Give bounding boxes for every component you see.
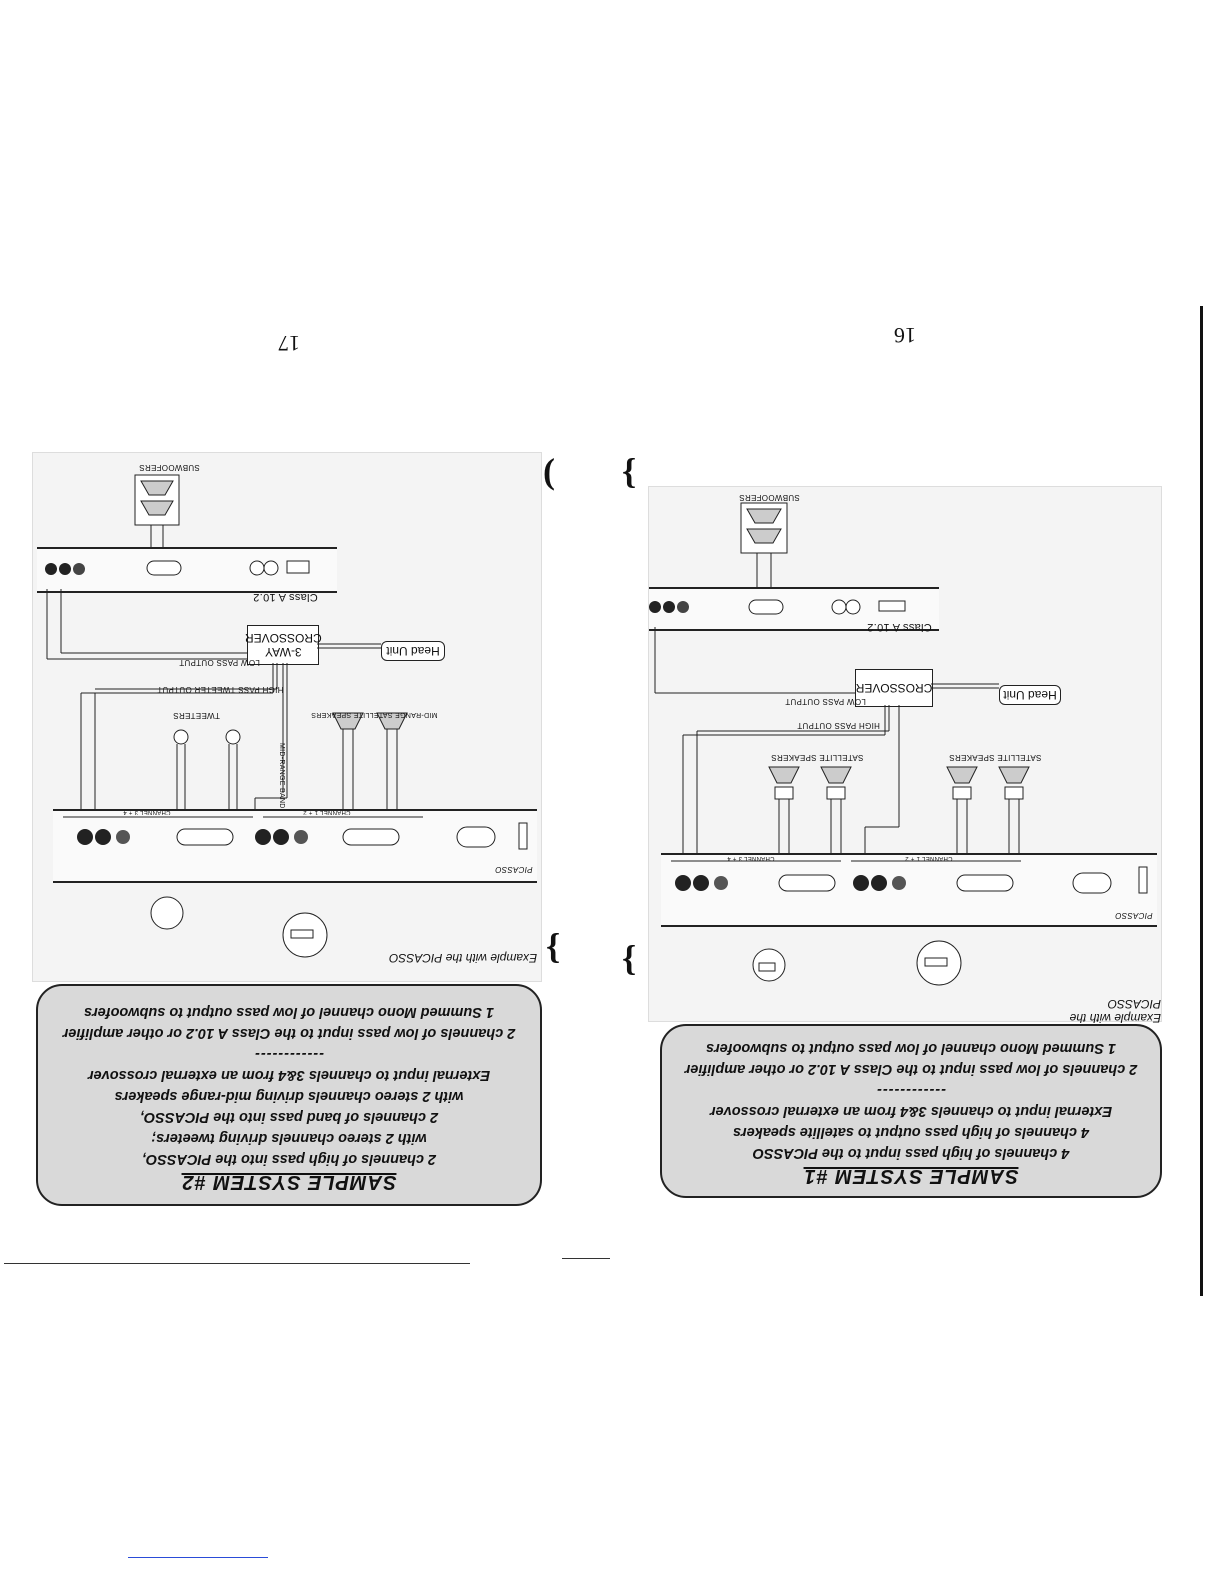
brace-right-top: { xyxy=(622,451,637,491)
callout-system-1: SAMPLE SYSTEM #1 4 channels of high pass… xyxy=(660,1024,1162,1198)
brace-right-mid: { xyxy=(622,938,637,978)
callout-line-left-7: 1 Summed Mono channel of low pass output… xyxy=(83,1004,495,1020)
class-a-amp-left xyxy=(37,547,337,593)
callout-line-right-1: 4 channels of high pass output to satell… xyxy=(732,1124,1090,1140)
callout-line-right-4: 2 channels of low pass input to the Clas… xyxy=(684,1061,1138,1077)
picasso-brand-right: PICASSO xyxy=(1115,911,1153,920)
picasso-amp-right xyxy=(661,853,1157,927)
bottom-rule-mid xyxy=(562,1258,610,1259)
brace-left-top: ( xyxy=(543,451,555,491)
callout-line-right-5: 1 Summed Mono channel of low pass output… xyxy=(705,1040,1117,1056)
dials-right xyxy=(752,940,962,986)
bottom-link-rule xyxy=(128,1557,268,1558)
bottom-rule-left xyxy=(4,1263,470,1264)
picasso-brand-left: PICASSO xyxy=(495,865,533,874)
caption-right: Example with the PICASSO xyxy=(1069,997,1161,1025)
diagram-right: SUBWOOFERS Class A 10.2 CROSSOVER Head U… xyxy=(648,486,1162,1025)
channel-12-label-right: CHANNEL 1 + 2 xyxy=(905,855,953,861)
callout-line-left-1: with 2 stereo channels driving tweeters; xyxy=(151,1130,427,1146)
callout-line-right-2: External input to channels 3&4 from an e… xyxy=(709,1103,1113,1119)
crossover-3way-left: CROSSOVER 3-WAY xyxy=(245,625,321,665)
midrange-satellite-label-left: MID-RANGE SATELLITE SPEAKERS xyxy=(311,711,438,718)
callout-separator-left: ------------ xyxy=(254,1046,324,1062)
callout-line-left-4: External input to channels 3&4 from an e… xyxy=(87,1067,491,1083)
callout-title-right: SAMPLE SYSTEM #1 xyxy=(803,1165,1019,1187)
channel-34-label-left: CHANNEL 3 + 4 xyxy=(123,809,171,815)
channel-12-label-left: CHANNEL 1 + 2 xyxy=(303,809,351,815)
dials-left xyxy=(150,896,328,958)
callout-line-left-2: 2 channels of band pass into the PICASSO… xyxy=(139,1109,439,1125)
right-edge-rule xyxy=(1200,306,1203,1296)
diagram-left: SUBWOOFERS Class A 10.2 CROSSOVER 3-WAY … xyxy=(32,452,542,982)
tweeters-label-left: TWEETERS xyxy=(173,711,220,720)
callout-title-left: SAMPLE SYSTEM #2 xyxy=(181,1171,397,1193)
satellite-label-right-2: SATELLITE SPEAKERS xyxy=(949,753,1042,762)
class-a-amp-right xyxy=(649,587,939,631)
subwoofer-graphic-left xyxy=(134,474,180,567)
callout-line-right-0: 4 channels of high pass input to the PIC… xyxy=(752,1145,1070,1161)
page-number-right: 16 xyxy=(894,323,916,348)
page-number-left: 17 xyxy=(278,331,300,356)
callout-line-left-0: 2 channels of high pass into the PICASSO… xyxy=(141,1151,437,1167)
brace-left-mid: { xyxy=(546,926,561,966)
callout-line-left-6: 2 channels of low pass input to the Clas… xyxy=(62,1025,516,1041)
picasso-amp-left xyxy=(53,809,537,883)
wiring-right xyxy=(654,627,1030,867)
caption-left: Example with the PICASSO xyxy=(389,951,538,965)
callout-separator-right: ------------ xyxy=(876,1082,946,1098)
callout-system-2: SAMPLE SYSTEM #2 2 channels of high pass… xyxy=(36,984,542,1206)
callout-line-left-3: with 2 stereo channels driving mid-range… xyxy=(114,1088,464,1104)
channel-34-label-right: CHANNEL 3 + 4 xyxy=(727,855,775,861)
subwoofer-graphic-right xyxy=(740,502,788,603)
wiring-left xyxy=(46,589,408,823)
satellite-label-right-1: SATELLITE SPEAKERS xyxy=(771,753,864,762)
